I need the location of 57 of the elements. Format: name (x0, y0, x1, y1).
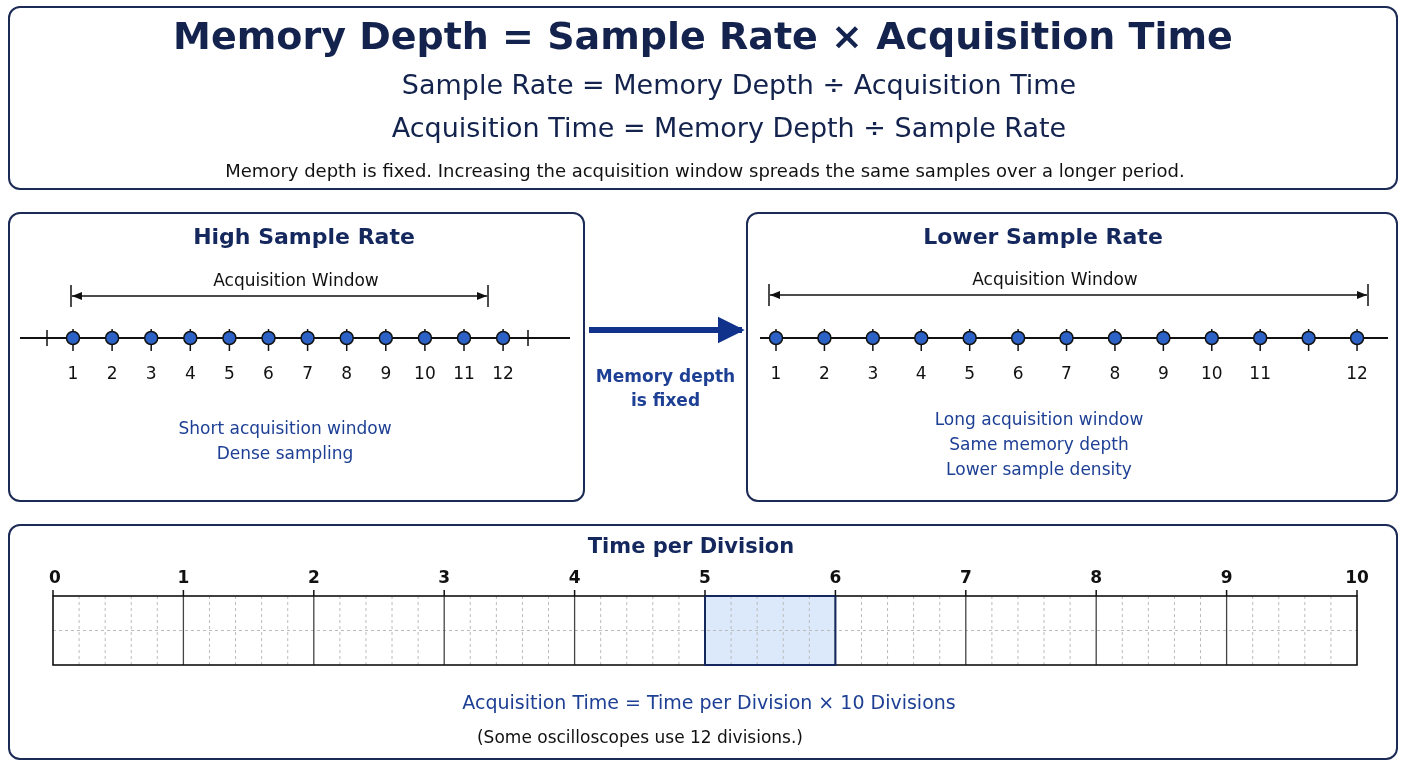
tick-label: 4 (915, 362, 927, 384)
dimension-label: Acquisition Window (972, 268, 1138, 290)
tick-label: 3 (867, 362, 879, 384)
tick-label: 12 (492, 362, 514, 384)
formula-text: Acquisition Time = Memory Depth ÷ Sample Rate (391, 111, 1067, 145)
tick-label: 8 (341, 362, 353, 384)
tick-label: 4 (184, 362, 196, 384)
tick-label: 7 (1061, 362, 1072, 384)
tick-label: 9 (1220, 566, 1233, 588)
caption-text: Long acquisition window (934, 408, 1144, 430)
tick-label: 5 (699, 566, 711, 588)
edge-label: Memory depth is fixed (594, 365, 737, 412)
tick-label: 0 (49, 566, 61, 588)
tick-label: 2 (106, 362, 118, 384)
caption-text: Dense sampling (216, 442, 354, 464)
caption-text: Lower sample density (946, 458, 1132, 480)
note-text: Memory depth is fixed. Increasing the acquisition window spreads the same samples over a longer period. (225, 158, 1185, 182)
tick-label: 6 (263, 362, 274, 384)
panel-heading: Lower Sample Rate (923, 223, 1163, 251)
tick-label: 10 (414, 362, 436, 384)
tick-label: 2 (307, 566, 320, 588)
tick-label: 5 (224, 362, 235, 384)
panel-box (8, 524, 1398, 760)
tick-label: 8 (1090, 566, 1103, 588)
tick-label: 1 (177, 566, 190, 588)
tick-label: 11 (453, 362, 475, 384)
tick-label: 2 (819, 362, 830, 384)
dimension-label: Acquisition Window (213, 269, 379, 291)
tick-label: 5 (964, 362, 976, 384)
panel-box (8, 212, 585, 502)
tick-label: 7 (302, 362, 313, 384)
tick-label: 12 (1346, 362, 1368, 384)
caption-text: Short acquisition window (178, 417, 392, 439)
tick-label: 6 (829, 566, 842, 588)
tick-label: 10 (1200, 362, 1223, 384)
tick-label: 4 (568, 566, 581, 588)
tick-label: 1 (67, 362, 79, 384)
tick-label: 8 (1109, 362, 1121, 384)
formula-text: Sample Rate = Memory Depth ÷ Acquisition Time (401, 68, 1077, 102)
panel-heading: Time per Division (587, 533, 795, 559)
tick-label: 3 (145, 362, 157, 384)
panel-box (8, 6, 1398, 190)
formula-text: Acquisition Time = Time per Division × 10 Divisions (462, 690, 956, 714)
panel-box (746, 212, 1398, 502)
tick-label: 9 (380, 362, 392, 384)
tick-label: 10 (1345, 566, 1369, 588)
tick-label: 7 (959, 566, 972, 588)
main-formula: Memory Depth = Sample Rate × Acquisition Time (173, 13, 1233, 60)
tick-label: 6 (1012, 362, 1024, 384)
tick-label: 1 (770, 362, 782, 384)
panel-heading: High Sample Rate (193, 223, 415, 251)
tick-label: 11 (1249, 362, 1271, 384)
caption-text: Same memory depth (949, 433, 1129, 455)
tick-label: 9 (1157, 362, 1169, 384)
note-text: (Some oscilloscopes use 12 divisions.) (477, 726, 803, 748)
arrow (589, 316, 745, 344)
tick-label: 3 (438, 566, 451, 588)
